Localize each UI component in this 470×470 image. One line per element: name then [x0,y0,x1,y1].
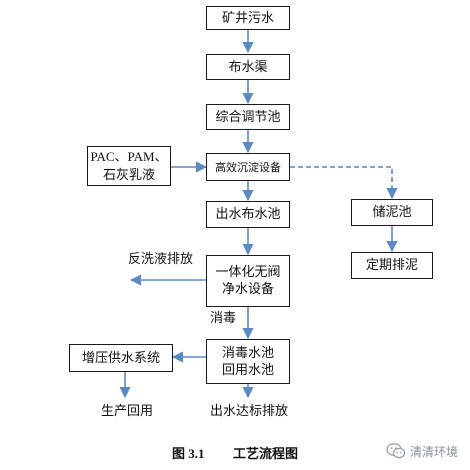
outlet-distribution-tank-label: 出水布水池 [215,207,281,222]
disinfection-label-line1: 消毒水池 [221,345,274,361]
disinfection-label-line2: 回用水池 [221,362,274,378]
watermark-text: 清清环境 [410,444,459,459]
compliant-discharge-label: 出水达标排放 [210,404,289,419]
figure-number: 图 3.1 [171,446,205,461]
outlet-distribution-tank-box: 出水布水池 [206,201,290,228]
sludge-tank-box: 储泥池 [351,199,433,226]
sludge-tank-label: 储泥池 [372,205,412,220]
regulating-tank-box: 综合调节池 [206,104,290,130]
periodic-discharge-label: 定期排泥 [365,258,418,273]
watermark: 清清环境 [386,441,458,461]
figure-title: 工艺流程图 [233,446,299,461]
regulating-tank-label: 综合调节池 [215,109,281,125]
wechat-logo-icon [386,443,406,459]
sedimentation-equipment-label: 高效沉淀设备 [215,160,281,174]
purification-label-line1: 一体化无阀 [215,265,281,280]
mine-water-label: 矿井污水 [221,10,274,26]
purification-label-line2: 净水设备 [221,282,274,297]
distribution-channel-label: 布水渠 [228,59,268,75]
booster-system-label: 增压供水系统 [81,350,160,366]
periodic-discharge-box: 定期排泥 [351,252,433,279]
figure-caption: 图 3.1 工艺流程图 [0,443,470,462]
purification-equipment-box: 一体化无阀 净水设备 [206,255,290,307]
arrow-sedimentation-to-sludge [290,166,398,200]
chemicals-label-line1: PAC、PAM、 [90,149,168,164]
production-reuse-label: 生产回用 [101,404,154,419]
distribution-channel-box: 布水渠 [206,54,290,80]
backwash-discharge-label: 反洗液排放 [128,252,194,267]
disinfection-reuse-tank-box: 消毒水池 回用水池 [206,339,290,384]
sedimentation-equipment-box: 高效沉淀设备 [206,153,290,181]
booster-system-box: 增压供水系统 [69,344,173,372]
disinfect-label: 消毒 [210,311,237,326]
chemicals-box: PAC、PAM、 石灰乳液 [87,146,171,186]
chemicals-label-line2: 石灰乳液 [102,167,155,182]
mine-water-box: 矿井污水 [206,6,290,30]
